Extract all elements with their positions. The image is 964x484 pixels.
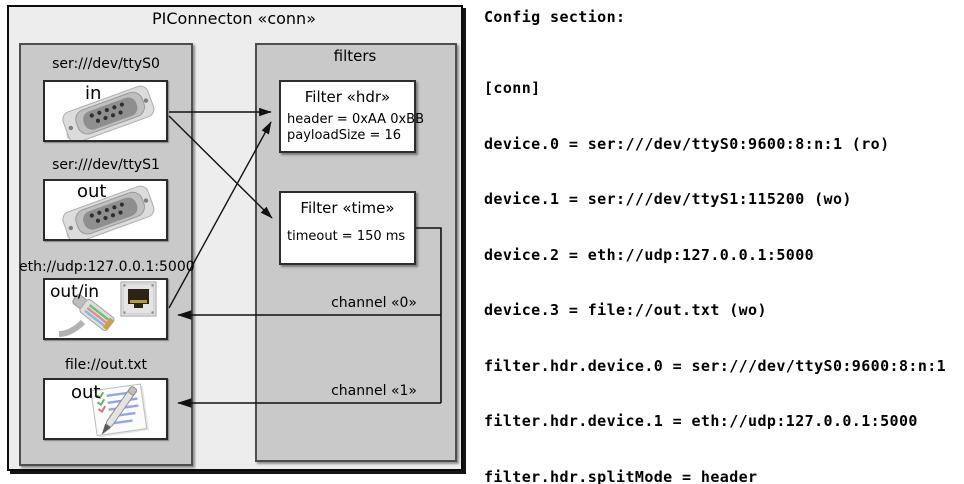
- channel-1-label: channel «1»: [331, 383, 417, 399]
- device-direction: out: [71, 382, 101, 403]
- device-node-eth: out/in: [43, 278, 168, 340]
- config-line: [conn]: [484, 79, 541, 97]
- device-direction: out: [77, 181, 107, 202]
- filter-node-time: Filter «time» timeout = 150 ms: [279, 191, 416, 265]
- config-line: device.2 = eth://udp:127.0.0.1:5000: [484, 245, 815, 264]
- device-label-ttyS0: ser:///dev/ttyS0: [52, 56, 160, 72]
- filter-property: payloadSize = 16: [287, 128, 402, 143]
- config-line: device.1 = ser:///dev/ttyS1:115200 (wo): [484, 190, 852, 208]
- config-line: device.3 = file://out.txt (wo): [484, 301, 767, 319]
- filter-title: Filter «time»: [300, 199, 395, 217]
- config-line: filter.hdr.device.1 = eth://udp:127.0.0.…: [484, 412, 918, 430]
- device-node-ttyS1: out: [43, 179, 168, 241]
- serial-connector-photo: [62, 85, 155, 140]
- filter-property: header = 0xAA 0xBB: [287, 112, 425, 127]
- config-line: filter.hdr.splitMode = header: [484, 467, 758, 484]
- diagram-title: PIConnecton «conn»: [152, 9, 316, 28]
- serial-connector-photo: [62, 185, 155, 239]
- config-line: device.0 = ser:///dev/ttyS0:9600:8:n:1 (…: [484, 134, 890, 153]
- config-heading: Config section:: [484, 8, 626, 26]
- filter-node-hdr: Filter «hdr» header = 0xAA 0xBB payloadS…: [279, 80, 425, 153]
- device-label-eth: eth://udp:127.0.0.1:5000: [19, 259, 195, 275]
- config-listing: [conn] device.0 = ser:///dev/ttyS0:9600:…: [484, 42, 956, 484]
- device-label-file: file://out.txt: [64, 357, 148, 373]
- ethernet-connector-photo: [58, 281, 157, 337]
- device-node-file: out: [43, 378, 168, 440]
- device-direction: out/in: [50, 282, 100, 302]
- device-direction: in: [85, 83, 102, 104]
- filter-title: Filter «hdr»: [304, 88, 391, 106]
- device-node-ttyS0: in: [43, 80, 168, 142]
- channel-0-label: channel «0»: [331, 295, 417, 311]
- filter-property: timeout = 150 ms: [287, 229, 406, 244]
- device-label-ttyS1: ser:///dev/ttyS1: [52, 157, 160, 173]
- notepad-photo: [90, 383, 149, 438]
- config-line: filter.hdr.device.0 = ser:///dev/ttyS0:9…: [484, 356, 947, 375]
- filters-panel-title: filters: [333, 47, 377, 65]
